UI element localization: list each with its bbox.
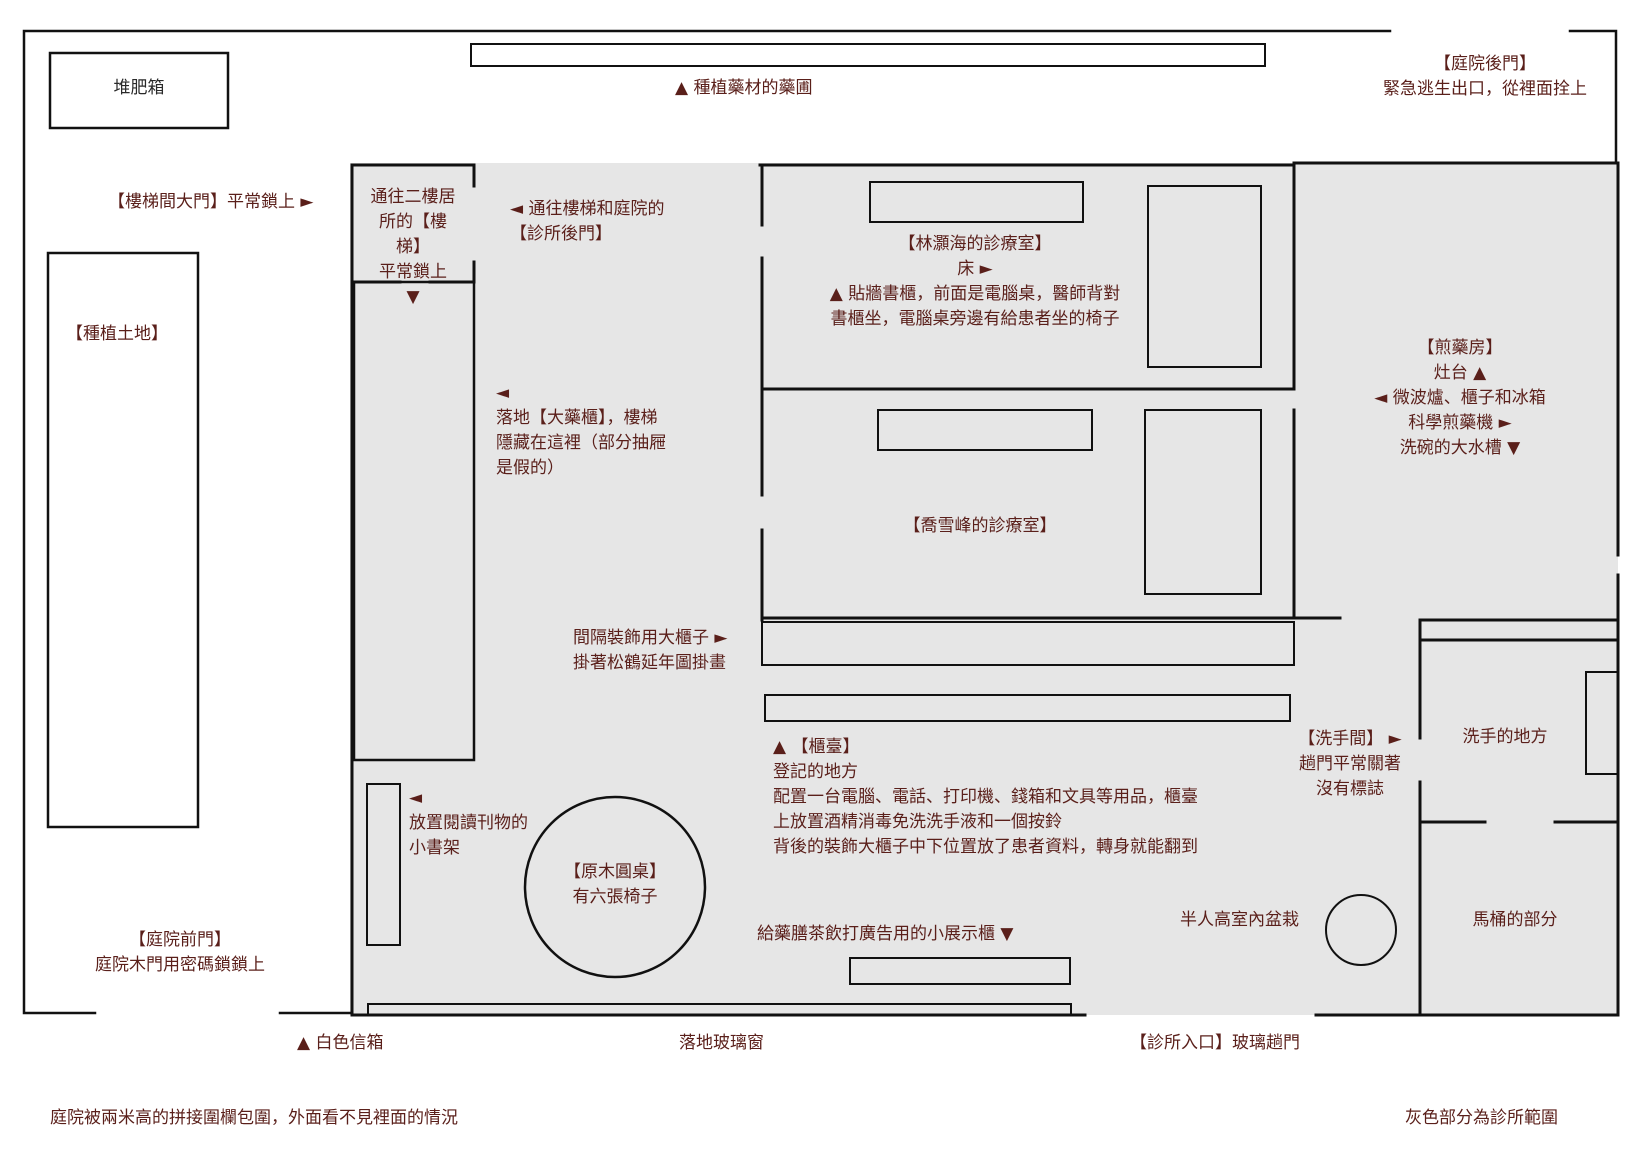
label-planting-land: 【種植土地】 (66, 324, 168, 344)
label-window: 落地玻璃窗 (679, 1033, 764, 1053)
label-qiao-room: 【喬雪峰的診療室】 (903, 516, 1057, 536)
label-compost: 堆肥箱 (113, 78, 165, 98)
label-washroom: 【洗手間】 ►趟門平常關著沒有標誌 (1298, 729, 1402, 799)
plant (1325, 894, 1397, 966)
round-table (523, 795, 707, 979)
label-big-cabinet: ◄落地【大藥櫃】，樓梯隱藏在這裡（部分抽屜是假的） (496, 383, 666, 478)
lin-desk (869, 181, 1084, 223)
stair-box (350, 163, 476, 284)
label-bookshelf: ◄放置閱讀刊物的小書架 (409, 788, 528, 858)
label-partition: 間隔裝飾用大櫃子 ►掛著松鶴延年圖掛畫 (573, 628, 728, 673)
washroom-walls (1418, 618, 1620, 1017)
consult-room-walls (760, 163, 1342, 622)
wash-basin (1585, 671, 1619, 775)
label-clinic-back-door: ◄ 通往樓梯和庭院的【診所後門】 (510, 199, 665, 244)
clinic-area (350, 163, 1618, 1015)
lin-bed (1147, 185, 1262, 368)
qiao-desk (877, 409, 1093, 451)
herb-garden (470, 43, 1266, 67)
glass-window (367, 1003, 1072, 1016)
counter (764, 694, 1291, 722)
label-counter: ▲ 【櫃臺】登記的地方配置一台電腦、電話、打印機、錢箱和文具等用品，櫃臺上放置酒… (773, 737, 1198, 857)
label-herb-garden: ▲ 種植藥材的藥圃 (675, 78, 813, 98)
display-cabinet (849, 957, 1071, 985)
clinic-wall (350, 161, 1620, 1017)
label-stair-door: 【樓梯間大門】平常鎖上 ► (108, 192, 314, 212)
big-medicine-cabinet (352, 280, 476, 762)
label-fence-note: 庭院被兩米高的拼接圍欄包圍，外面看不見裡面的情況 (50, 1108, 458, 1128)
courtyard-wall (22, 29, 1618, 1015)
label-mailbox: ▲ 白色信箱 (297, 1033, 384, 1053)
bookshelf (366, 783, 401, 946)
label-back-gate: 【庭院後門】緊急逃生出口，從裡面拴上 (1383, 54, 1587, 99)
label-legend: 灰色部分為診所範圍 (1405, 1108, 1558, 1128)
label-lin-room: 【林灝海的診療室】床 ►▲ 貼牆書櫃，前面是電腦桌，醫師背對書櫃坐，電腦桌旁邊有… (829, 234, 1121, 329)
label-toilet: 馬桶的部分 (1472, 910, 1558, 930)
partition-cabinet (761, 621, 1295, 666)
compost-box (48, 51, 230, 130)
label-plant: 半人高室內盆栽 (1180, 910, 1299, 930)
label-round-table: 【原木圓桌】有六張椅子 (564, 862, 666, 907)
label-front-gate: 【庭院前門】庭院木門用密碼鎖鎖上 (95, 930, 265, 975)
qiao-bed (1144, 409, 1262, 595)
label-wash-area: 洗手的地方 (1462, 727, 1548, 747)
label-display: 給藥膳茶飲打廣告用的小展示櫃 ▼ (757, 924, 1014, 944)
planting-land (46, 251, 200, 829)
label-decoction-room: 【煎藥房】灶台 ▲◄ 微波爐、櫃子和冰箱科學煎藥機 ►洗碗的大水槽 ▼ (1374, 338, 1546, 458)
label-entrance: 【診所入口】玻璃趟門 (1130, 1033, 1300, 1053)
label-stairs: 通往二樓居所的【樓梯】平常鎖上▼ (370, 187, 456, 307)
